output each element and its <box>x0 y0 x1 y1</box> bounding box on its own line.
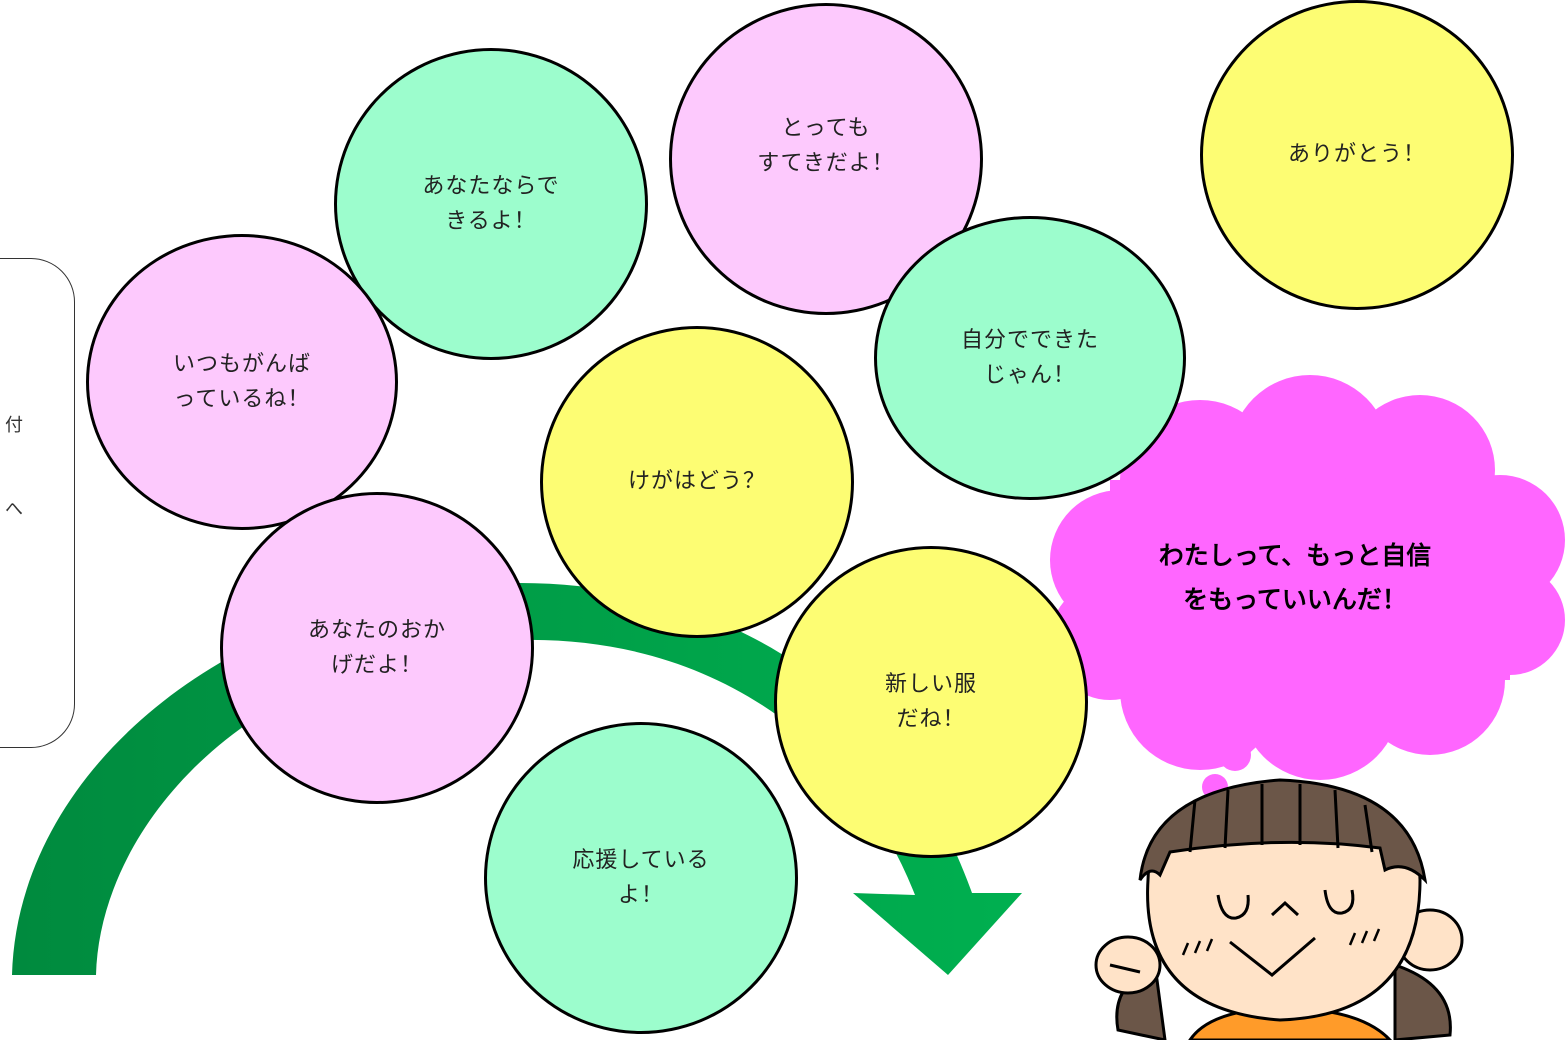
side-note-char: 付 <box>5 415 23 436</box>
bubble-ouen: 応援している よ！ <box>484 722 798 1034</box>
bubble-text: 新しい服 だね！ <box>884 671 977 732</box>
bubble-text: あなたならで きるよ！ <box>422 173 560 234</box>
bubble-text: あなたのおか げだよ！ <box>307 617 446 678</box>
bubble-text: けがはどう？ <box>627 469 766 495</box>
thought-cloud-icon <box>1050 375 1565 800</box>
side-note-char: へ <box>5 499 23 520</box>
side-note-box: 付 へ <box>0 258 75 748</box>
bubble-text: ありがとう！ <box>1287 142 1426 168</box>
bubble-text: いつもがんば っているね！ <box>172 351 311 412</box>
bubble-atarashii: 新しい服 だね！ <box>774 546 1088 858</box>
bubble-jibun: 自分でできた じゃん！ <box>874 216 1186 500</box>
bubble-text: とっても すてきだよ！ <box>757 115 895 176</box>
bubble-kega: けがはどう？ <box>540 326 854 638</box>
bubble-anata-nara: あなたならで きるよ！ <box>334 48 648 360</box>
smiling-girl-illustration <box>1094 778 1464 1040</box>
bubble-itsumo: いつもがんば っているね！ <box>86 234 398 530</box>
bubble-text: 自分でできた じゃん！ <box>960 327 1099 388</box>
bubble-arigatou: ありがとう！ <box>1200 0 1514 310</box>
bubble-okage: あなたのおか げだよ！ <box>220 492 534 804</box>
thought-text: わたしって、もっと自信 をもっていいんだ！ <box>1158 541 1432 614</box>
bubble-text: 応援している よ！ <box>572 847 710 908</box>
